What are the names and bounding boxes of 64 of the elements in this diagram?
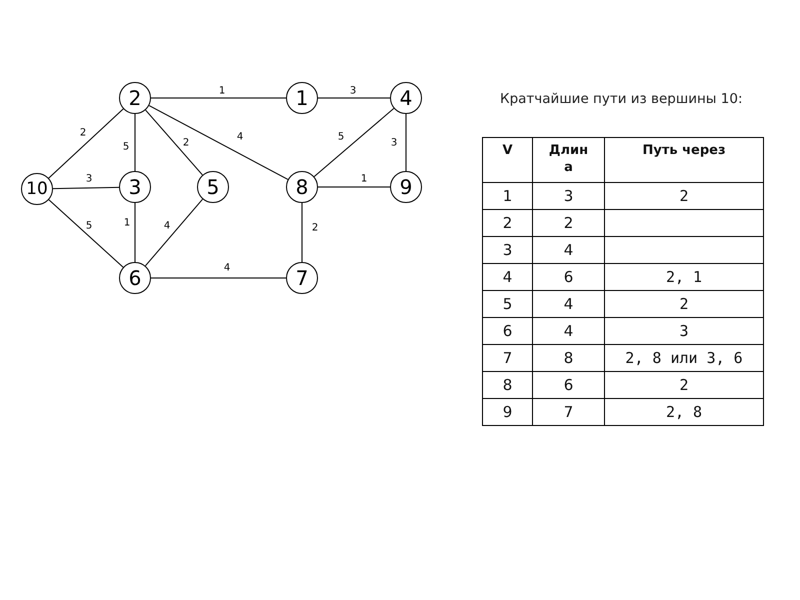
edge-label: 2 (78, 128, 88, 138)
edge-label: 4 (162, 220, 172, 232)
edge-label: 3 (348, 86, 358, 96)
table-value: 8 (502, 376, 512, 394)
table-value: 6 (564, 268, 574, 286)
table-value: 2 (679, 376, 689, 394)
edge-label: 1 (360, 174, 368, 184)
edge-label: 2 (182, 138, 190, 148)
edge-label: 3 (84, 174, 94, 184)
edge-label: 1 (122, 218, 132, 228)
table-value: 7 (564, 404, 574, 420)
vertex-circle: 4 (390, 82, 422, 114)
edge-label: 5 (122, 142, 130, 152)
vertex-circle: 8 (286, 171, 318, 203)
vertex-circle: 5 (197, 171, 229, 203)
table-value: 4 (564, 296, 574, 312)
graph-edge (134, 114, 136, 172)
table-value: 2 (502, 214, 512, 232)
vertex-circle: 2 (119, 82, 151, 114)
table-value: 4 (564, 322, 574, 340)
table-value: 2 (564, 214, 574, 232)
graph-edge (144, 198, 204, 266)
graph-edge (314, 108, 394, 178)
graph-edge (134, 202, 136, 262)
edge-label: 4 (236, 132, 244, 142)
table-value: 4 (564, 242, 574, 258)
table-value: 8 (564, 350, 574, 366)
table-value: 2 (679, 296, 689, 312)
table-value: 5 (502, 296, 512, 312)
table-title: Кратчайшие пути из вершины 10: (500, 91, 742, 107)
graph-edge (145, 110, 203, 176)
table-value: 2 (679, 188, 689, 204)
edge-label: 2 (310, 222, 320, 234)
vertex-circle: 10 (21, 173, 53, 205)
edge-label: 3 (390, 138, 398, 148)
table-value: 7 (502, 350, 512, 366)
table-value: 6 (564, 376, 574, 394)
table-value: 2, 8 или 3, 6 (625, 350, 743, 366)
table-value: 6 (502, 322, 512, 340)
table-value: 3 (502, 242, 512, 258)
vertex-circle: 3 (119, 171, 151, 203)
vertex-circle: 7 (286, 262, 318, 294)
column-header: Длина (548, 142, 590, 176)
graph-edge (48, 108, 124, 179)
table-value: 1 (502, 188, 512, 204)
table-value: 4 (502, 268, 512, 286)
table-value: 3 (564, 188, 574, 204)
graph-edge (318, 186, 390, 188)
table-value: 3 (679, 322, 689, 340)
column-header: V (502, 142, 513, 159)
graph-edge (48, 199, 124, 268)
edge-label: 1 (218, 86, 226, 96)
table-value: 2, 1 (666, 268, 702, 286)
edge-label: 4 (222, 262, 232, 274)
table-value: 2, 8 (666, 404, 702, 420)
graph-edge (52, 186, 120, 190)
vertex-circle: 6 (119, 262, 151, 294)
vertex-circle: 9 (390, 171, 422, 203)
column-header: Путь через (642, 142, 726, 159)
edge-label: 5 (84, 220, 94, 232)
edge-label: 5 (336, 132, 346, 142)
graph-edge (148, 105, 288, 180)
table-value: 9 (502, 404, 512, 420)
vertex-circle: 1 (286, 82, 318, 114)
